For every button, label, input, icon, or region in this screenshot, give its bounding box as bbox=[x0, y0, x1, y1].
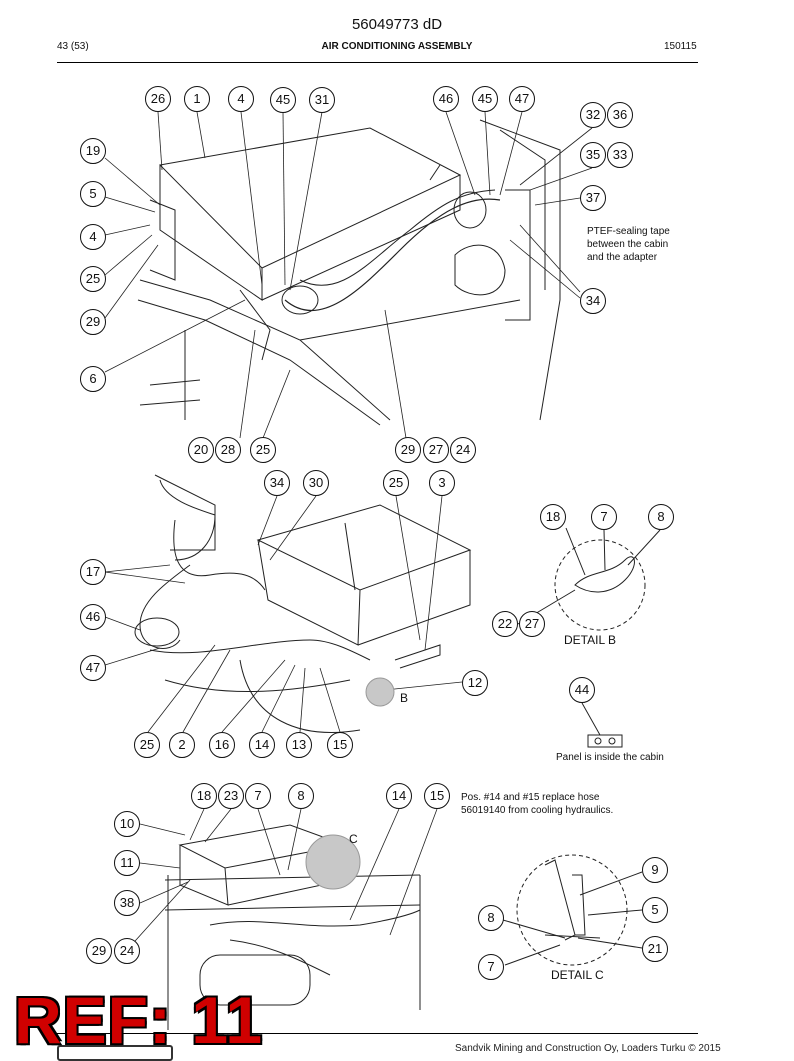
callout-13[interactable]: 13 bbox=[286, 732, 312, 758]
page-number: 43 (53) bbox=[57, 41, 89, 52]
callout-38[interactable]: 38 bbox=[114, 890, 140, 916]
callout-45-b[interactable]: 45 bbox=[472, 86, 498, 112]
callout-44[interactable]: 44 bbox=[569, 677, 595, 703]
callout-5-detail-c[interactable]: 5 bbox=[642, 897, 668, 923]
callout-29-b[interactable]: 29 bbox=[395, 437, 421, 463]
callout-29-bottom[interactable]: 29 bbox=[86, 938, 112, 964]
callout-4[interactable]: 4 bbox=[228, 86, 254, 112]
detail-c-drawing bbox=[502, 854, 643, 966]
detail-c-marker-circle bbox=[305, 834, 361, 890]
callout-27[interactable]: 27 bbox=[423, 437, 449, 463]
ac-unit-middle-view bbox=[134, 474, 472, 733]
callout-11[interactable]: 11 bbox=[114, 850, 140, 876]
callout-7-bottom[interactable]: 7 bbox=[245, 783, 271, 809]
callout-32[interactable]: 32 bbox=[580, 102, 606, 128]
hose-replacement-note: Pos. #14 and #15 replace hose 56019140 f… bbox=[461, 792, 614, 816]
callout-46[interactable]: 46 bbox=[433, 86, 459, 112]
callout-33[interactable]: 33 bbox=[607, 142, 633, 168]
callout-21[interactable]: 21 bbox=[642, 936, 668, 962]
callout-23[interactable]: 23 bbox=[218, 783, 244, 809]
callout-15-bottom[interactable]: 15 bbox=[424, 783, 450, 809]
footer-copyright: Sandvik Mining and Construction Oy, Load… bbox=[455, 1043, 721, 1054]
callout-1[interactable]: 1 bbox=[184, 86, 210, 112]
leader-lines-middle bbox=[104, 495, 463, 733]
panel-icon bbox=[581, 702, 623, 748]
callout-14[interactable]: 14 bbox=[249, 732, 275, 758]
callout-47-mid[interactable]: 47 bbox=[80, 655, 106, 681]
sealing-tape-note: PTEF-sealing tape between the cabin and … bbox=[587, 226, 670, 263]
callout-2[interactable]: 2 bbox=[169, 732, 195, 758]
callout-5[interactable]: 5 bbox=[80, 181, 106, 207]
callout-34-mid[interactable]: 34 bbox=[264, 470, 290, 496]
leader-lines-bottom bbox=[126, 808, 438, 951]
callout-27-detail-b[interactable]: 27 bbox=[519, 611, 545, 637]
ref-stamp: REF: 11 bbox=[14, 983, 264, 1057]
callout-12[interactable]: 12 bbox=[462, 670, 488, 696]
callout-25-b[interactable]: 25 bbox=[250, 437, 276, 463]
callout-45[interactable]: 45 bbox=[270, 87, 296, 113]
callout-3[interactable]: 3 bbox=[429, 470, 455, 496]
callout-18-detail-b[interactable]: 18 bbox=[540, 504, 566, 530]
document-date: 150115 bbox=[664, 41, 697, 52]
leader-lines-top bbox=[104, 111, 593, 439]
callout-16[interactable]: 16 bbox=[209, 732, 235, 758]
callout-26[interactable]: 26 bbox=[145, 86, 171, 112]
callout-24[interactable]: 24 bbox=[450, 437, 476, 463]
callout-7-detail-b[interactable]: 7 bbox=[591, 504, 617, 530]
callout-36[interactable]: 36 bbox=[607, 102, 633, 128]
callout-25-mid[interactable]: 25 bbox=[383, 470, 409, 496]
detail-c-label: DETAIL C bbox=[551, 968, 604, 982]
detail-b-label: DETAIL B bbox=[564, 633, 617, 647]
callout-34[interactable]: 34 bbox=[580, 288, 606, 314]
callout-8-detail-b[interactable]: 8 bbox=[648, 504, 674, 530]
callout-20[interactable]: 20 bbox=[188, 437, 214, 463]
detail-b-marker[interactable]: B bbox=[400, 691, 409, 705]
callout-24-bottom[interactable]: 24 bbox=[114, 938, 140, 964]
ac-unit-top-view bbox=[137, 119, 561, 426]
detail-c-marker[interactable]: C bbox=[349, 832, 358, 846]
callout-6[interactable]: 6 bbox=[80, 366, 106, 392]
callout-17[interactable]: 17 bbox=[80, 559, 106, 585]
callout-8-detail-c[interactable]: 8 bbox=[478, 905, 504, 931]
callout-18-bottom[interactable]: 18 bbox=[191, 783, 217, 809]
callout-31[interactable]: 31 bbox=[309, 87, 335, 113]
document-code: 56049773 dD bbox=[351, 16, 443, 33]
callout-8-bottom[interactable]: 8 bbox=[288, 783, 314, 809]
callout-30[interactable]: 30 bbox=[303, 470, 329, 496]
detail-b-marker-circle bbox=[365, 677, 395, 707]
panel-note-text: Panel is inside the cabin bbox=[556, 752, 664, 763]
footer-rule bbox=[57, 1033, 698, 1034]
header-rule bbox=[57, 62, 698, 63]
callout-10[interactable]: 10 bbox=[114, 811, 140, 837]
callout-37[interactable]: 37 bbox=[580, 185, 606, 211]
callout-9[interactable]: 9 bbox=[642, 857, 668, 883]
callout-22[interactable]: 22 bbox=[492, 611, 518, 637]
callout-46-mid[interactable]: 46 bbox=[80, 604, 106, 630]
callout-14-bottom[interactable]: 14 bbox=[386, 783, 412, 809]
callout-35[interactable]: 35 bbox=[580, 142, 606, 168]
callout-4-b[interactable]: 4 bbox=[80, 224, 106, 250]
page-title: AIR CONDITIONING ASSEMBLY bbox=[321, 41, 473, 52]
callout-25-mid-b[interactable]: 25 bbox=[134, 732, 160, 758]
callout-28[interactable]: 28 bbox=[215, 437, 241, 463]
callout-7-detail-c[interactable]: 7 bbox=[478, 954, 504, 980]
callout-19[interactable]: 19 bbox=[80, 138, 106, 164]
detail-b-drawing bbox=[517, 527, 661, 631]
callout-47[interactable]: 47 bbox=[509, 86, 535, 112]
callout-25[interactable]: 25 bbox=[80, 266, 106, 292]
callout-15[interactable]: 15 bbox=[327, 732, 353, 758]
callout-29[interactable]: 29 bbox=[80, 309, 106, 335]
